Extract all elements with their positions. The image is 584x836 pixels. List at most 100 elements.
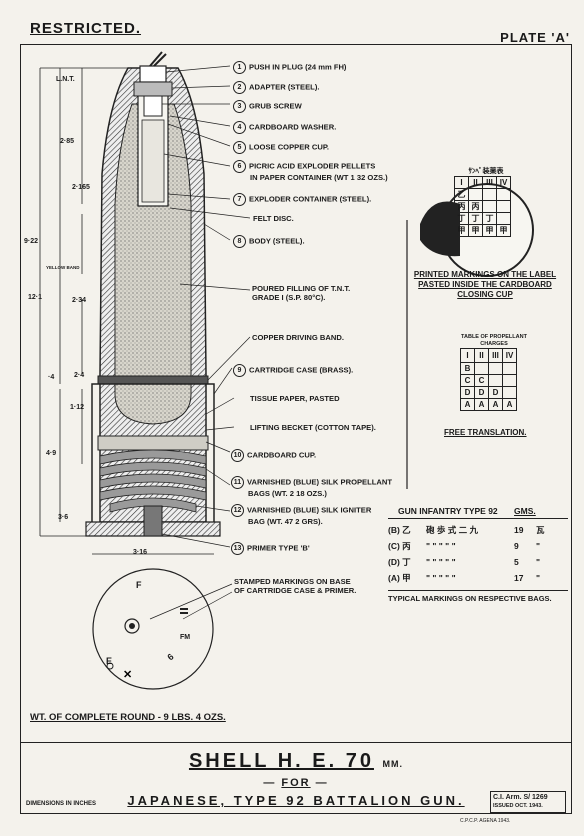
- label-grid-cell: I: [454, 176, 469, 189]
- translation-cell: [474, 362, 489, 375]
- translation-cell: C: [474, 374, 489, 387]
- cartridge-base-view: [92, 568, 214, 690]
- driving-band: [97, 375, 209, 385]
- plate-label: PLATE 'A': [500, 30, 570, 45]
- issue-stamp: C.I. Arm. S/ 1269 ISSUED OCT. 1943.: [490, 791, 566, 813]
- gun-table-row: (D) 丁" " " " "5": [388, 557, 541, 567]
- dim-9-22: 9·22: [24, 238, 39, 245]
- exploder-pellets: [141, 119, 165, 203]
- push-in-plug: [139, 65, 167, 83]
- round-weight: WT. OF COMPLETE ROUND - 9 LBS. 4 OZS.: [30, 712, 226, 723]
- free-translation-caption: FREE TRANSLATION.: [444, 428, 527, 437]
- translation-cell: [502, 386, 517, 399]
- gun-table-row: (C) 丙" " " " "9": [388, 541, 541, 551]
- title-gun: JAPANESE, TYPE 92 BATTALION GUN.: [127, 793, 465, 808]
- drafter-credit: C.P.C.P. AGENA 1943.: [460, 818, 511, 824]
- label-grid-cell: II: [468, 176, 483, 189]
- dim-2-34: 2·34: [72, 297, 87, 304]
- translation-cell: A: [488, 398, 503, 411]
- base-mark-fm: FM: [180, 634, 191, 641]
- gun-table-heading: GUN INFANTRY TYPE 92: [398, 506, 498, 516]
- dim-1-12: 1·12: [70, 404, 85, 411]
- translation-cell: C: [460, 374, 475, 387]
- translation-cell: D: [460, 386, 475, 399]
- dim-3-16: 3·16: [133, 549, 148, 556]
- drawing-frame: [20, 44, 572, 814]
- primer: [143, 505, 163, 537]
- translation-cell: [502, 374, 517, 387]
- shell-title: SHELL H. E. 70 MM.: [20, 750, 572, 773]
- translation-header: III: [488, 348, 503, 363]
- callout-driving-band: COPPER DRIVING BAND.: [252, 333, 344, 342]
- dim-3-6: 3·6: [58, 514, 69, 521]
- translation-header: I: [460, 348, 475, 363]
- gun-table-unit: GMS.: [514, 506, 536, 516]
- title-for: — FOR —: [263, 777, 329, 789]
- dim-2-85: 2·85: [60, 138, 75, 145]
- callout-tnt-filling: POURED FILLING OF T.N.T.GRADE I (S.P. 80…: [252, 284, 351, 302]
- gun-table-header: GUN INFANTRY TYPE 92 GMS.: [388, 506, 568, 519]
- shell-title-main: SHELL H. E. 70: [188, 750, 374, 772]
- translation-cell: B: [460, 362, 475, 375]
- callout-lifting-becket: LIFTING BECKET (COTTON TAPE).: [250, 423, 376, 432]
- dim-2-4: 2·4: [74, 372, 85, 379]
- dim-yellow-band: YELLOW BAND: [46, 265, 80, 270]
- restricted-marking: RESTRICTED.: [30, 20, 142, 37]
- callout-tissue-paper: TISSUE PAPER, PASTED: [250, 394, 340, 403]
- cardboard-cup: [97, 435, 209, 451]
- grub-screw: [143, 95, 163, 117]
- translation-table: TABLE OF PROPELLANT CHARGES I II III IV …: [460, 334, 528, 411]
- translation-cell: [488, 374, 503, 387]
- translation-header: IV: [502, 348, 517, 363]
- label-grid-header: ｻﾝﾍﾟ装薬表: [468, 168, 504, 175]
- translation-cell: A: [460, 398, 475, 411]
- title-block: SHELL H. E. 70 MM. — FOR — JAPANESE, TYP…: [20, 742, 572, 814]
- translation-header: II: [474, 348, 489, 363]
- propellant-bags: [99, 449, 207, 513]
- translation-cell: D: [474, 386, 489, 399]
- dim-lnt: L.N.T.: [56, 76, 75, 83]
- label-grid-cell: III: [482, 176, 497, 189]
- label-caption: PRINTED MARKINGS ON THE LABEL PASTED INS…: [413, 270, 557, 299]
- tnt-filling: [114, 103, 192, 425]
- gun-table-row: (A) 甲" " " " "17": [388, 573, 541, 583]
- translation-title: TABLE OF PROPELLANT CHARGES: [461, 334, 527, 347]
- dimensions-note: DIMENSIONS IN INCHES: [26, 801, 97, 807]
- label-grid-cell: IV: [496, 176, 511, 189]
- base-mark-f: F: [136, 580, 142, 590]
- dim-0-4: ·4: [48, 374, 55, 381]
- translation-cell: [502, 362, 517, 375]
- translation-cell: [488, 362, 503, 375]
- dim-4-9: 4·9: [46, 450, 57, 457]
- callout-felt-disc: FELT DISC.: [253, 214, 294, 223]
- gun-infantry-table: GUN INFANTRY TYPE 92 GMS. (B) 乙砲 歩 式 二 九…: [388, 506, 568, 603]
- shell-section-drawing: ✕: [39, 51, 534, 690]
- adapter: [133, 81, 173, 97]
- dim-2-165: 2·165: [72, 184, 90, 191]
- shell-title-mm: MM.: [382, 759, 404, 769]
- translation-cell: A: [474, 398, 489, 411]
- dim-12-1: 12·1: [28, 294, 43, 301]
- translation-cell: D: [488, 386, 503, 399]
- gun-table-caption: TYPICAL MARKINGS ON RESPECTIVE BAGS.: [388, 590, 568, 603]
- svg-text:✕: ✕: [123, 669, 132, 681]
- translation-cell: A: [502, 398, 517, 411]
